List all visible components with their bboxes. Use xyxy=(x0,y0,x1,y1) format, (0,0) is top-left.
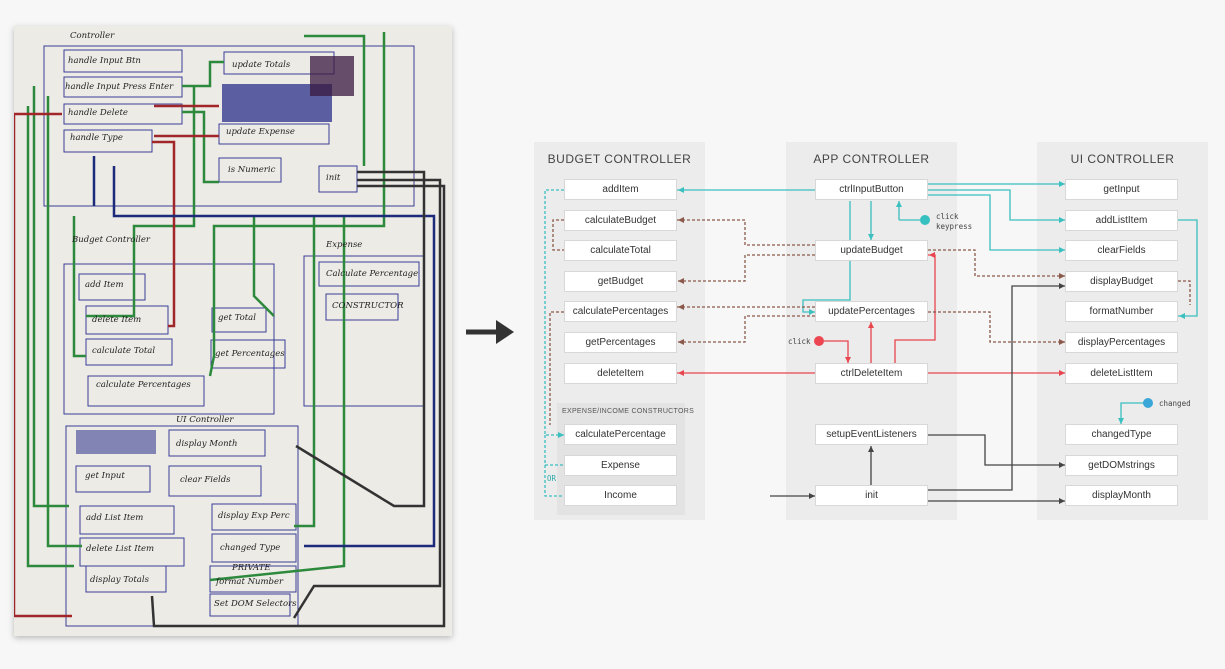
ui-controller-title: UI CONTROLLER xyxy=(1070,152,1175,166)
sketch-drawing: Controller handle Input Btn handle Input P… xyxy=(14,31,446,628)
sketch-label: Budget Controller xyxy=(71,235,151,245)
sketch-label: Calculate Percentage xyxy=(326,269,418,279)
node-calculateBudget[interactable]: calculateBudget xyxy=(564,210,677,231)
sketch-label: delete Item xyxy=(92,315,141,325)
sketch-label: is Numeric xyxy=(228,165,276,175)
click-keypress-event-dot-icon xyxy=(920,215,930,225)
sketch-label: handle Type xyxy=(70,133,123,143)
sketch-label: handle Input Press Enter xyxy=(65,82,174,92)
sketch-label: get Total xyxy=(218,313,256,323)
node-addListItem[interactable]: addListItem xyxy=(1065,210,1178,231)
node-getBudget[interactable]: getBudget xyxy=(564,271,677,292)
sketch-label: update Expense xyxy=(226,127,295,137)
node-displayMonth[interactable]: displayMonth xyxy=(1065,485,1178,506)
sketch-label: delete List Item xyxy=(86,544,154,554)
event-click-delete-label: click xyxy=(788,337,811,346)
node-init[interactable]: init xyxy=(815,485,928,506)
node-deleteItem[interactable]: deleteItem xyxy=(564,363,677,384)
sketch-label: get Percentages xyxy=(215,349,285,359)
constructors-label: EXPENSE/INCOME CONSTRUCTORS xyxy=(562,408,695,415)
sketch-label: add Item xyxy=(85,280,124,290)
app-controller-title: APP CONTROLLER xyxy=(813,152,930,166)
node-ctrlInputButton[interactable]: ctrlInputButton xyxy=(815,179,928,200)
node-clearFields[interactable]: clearFields xyxy=(1065,240,1178,261)
node-updatePercentages[interactable]: updatePercentages xyxy=(815,301,928,322)
sketch-label: Controller xyxy=(70,31,115,41)
sketch-label: init xyxy=(326,173,341,183)
node-displayBudget[interactable]: displayBudget xyxy=(1065,271,1178,292)
sketch-label: get Input xyxy=(85,471,125,481)
sketch-label: display Exp Perc xyxy=(218,511,290,521)
sketch-label: format Number xyxy=(215,577,284,587)
sketch-label: PRIVATE xyxy=(231,563,271,573)
sketch-label: display Month xyxy=(176,439,237,449)
sketch-label: Expense xyxy=(325,240,362,250)
sketch-label: clear Fields xyxy=(180,475,231,485)
node-ctrlDeleteItem[interactable]: ctrlDeleteItem xyxy=(815,363,928,384)
node-Expense[interactable]: Expense xyxy=(564,455,677,476)
sketch-label: handle Input Btn xyxy=(68,56,141,66)
sketch-label: calculate Total xyxy=(92,346,155,356)
node-changedType[interactable]: changedType xyxy=(1065,424,1178,445)
node-addItem[interactable]: addItem xyxy=(564,179,677,200)
budget-controller-title: BUDGET CONTROLLER xyxy=(547,152,692,166)
node-getDOMstrings[interactable]: getDOMstrings xyxy=(1065,455,1178,476)
node-calculateTotal[interactable]: calculateTotal xyxy=(564,240,677,261)
or-label: OR xyxy=(547,474,557,483)
event-click-label: click xyxy=(936,212,959,221)
sketch-label: changed Type xyxy=(220,543,280,553)
sketch-label: update Totals xyxy=(232,60,291,70)
node-getInput[interactable]: getInput xyxy=(1065,179,1178,200)
sketch-label: Set DOM Selectors xyxy=(214,599,297,609)
node-getPercentages[interactable]: getPercentages xyxy=(564,332,677,353)
node-updateBudget[interactable]: updateBudget xyxy=(815,240,928,261)
click-delete-event-dot-icon xyxy=(814,336,824,346)
node-setupEventListeners[interactable]: setupEventListeners xyxy=(815,424,928,445)
node-Income[interactable]: Income xyxy=(564,485,677,506)
hand-drawn-sketch-photo: Controller handle Input Btn handle Input P… xyxy=(14,26,452,636)
changed-event-dot-icon xyxy=(1143,398,1153,408)
node-displayPercentages[interactable]: displayPercentages xyxy=(1065,332,1178,353)
node-deleteListItem[interactable]: deleteListItem xyxy=(1065,363,1178,384)
sketch-label: calculate Percentages xyxy=(96,380,191,390)
sketch-label: handle Delete xyxy=(68,108,128,118)
sketch-label: display Totals xyxy=(90,575,150,585)
node-formatNumber[interactable]: formatNumber xyxy=(1065,301,1178,322)
sketch-label: add List Item xyxy=(86,513,143,523)
node-calculatePercentages[interactable]: calculatePercentages xyxy=(564,301,677,322)
sketch-label: CONSTRUCTOR xyxy=(332,301,404,311)
event-keypress-label: keypress xyxy=(936,222,973,231)
event-changed-label: changed xyxy=(1159,399,1191,408)
transform-arrow-icon xyxy=(466,320,514,344)
sketch-label: UI Controller xyxy=(176,415,234,425)
node-calculatePercentage[interactable]: calculatePercentage xyxy=(564,424,677,445)
